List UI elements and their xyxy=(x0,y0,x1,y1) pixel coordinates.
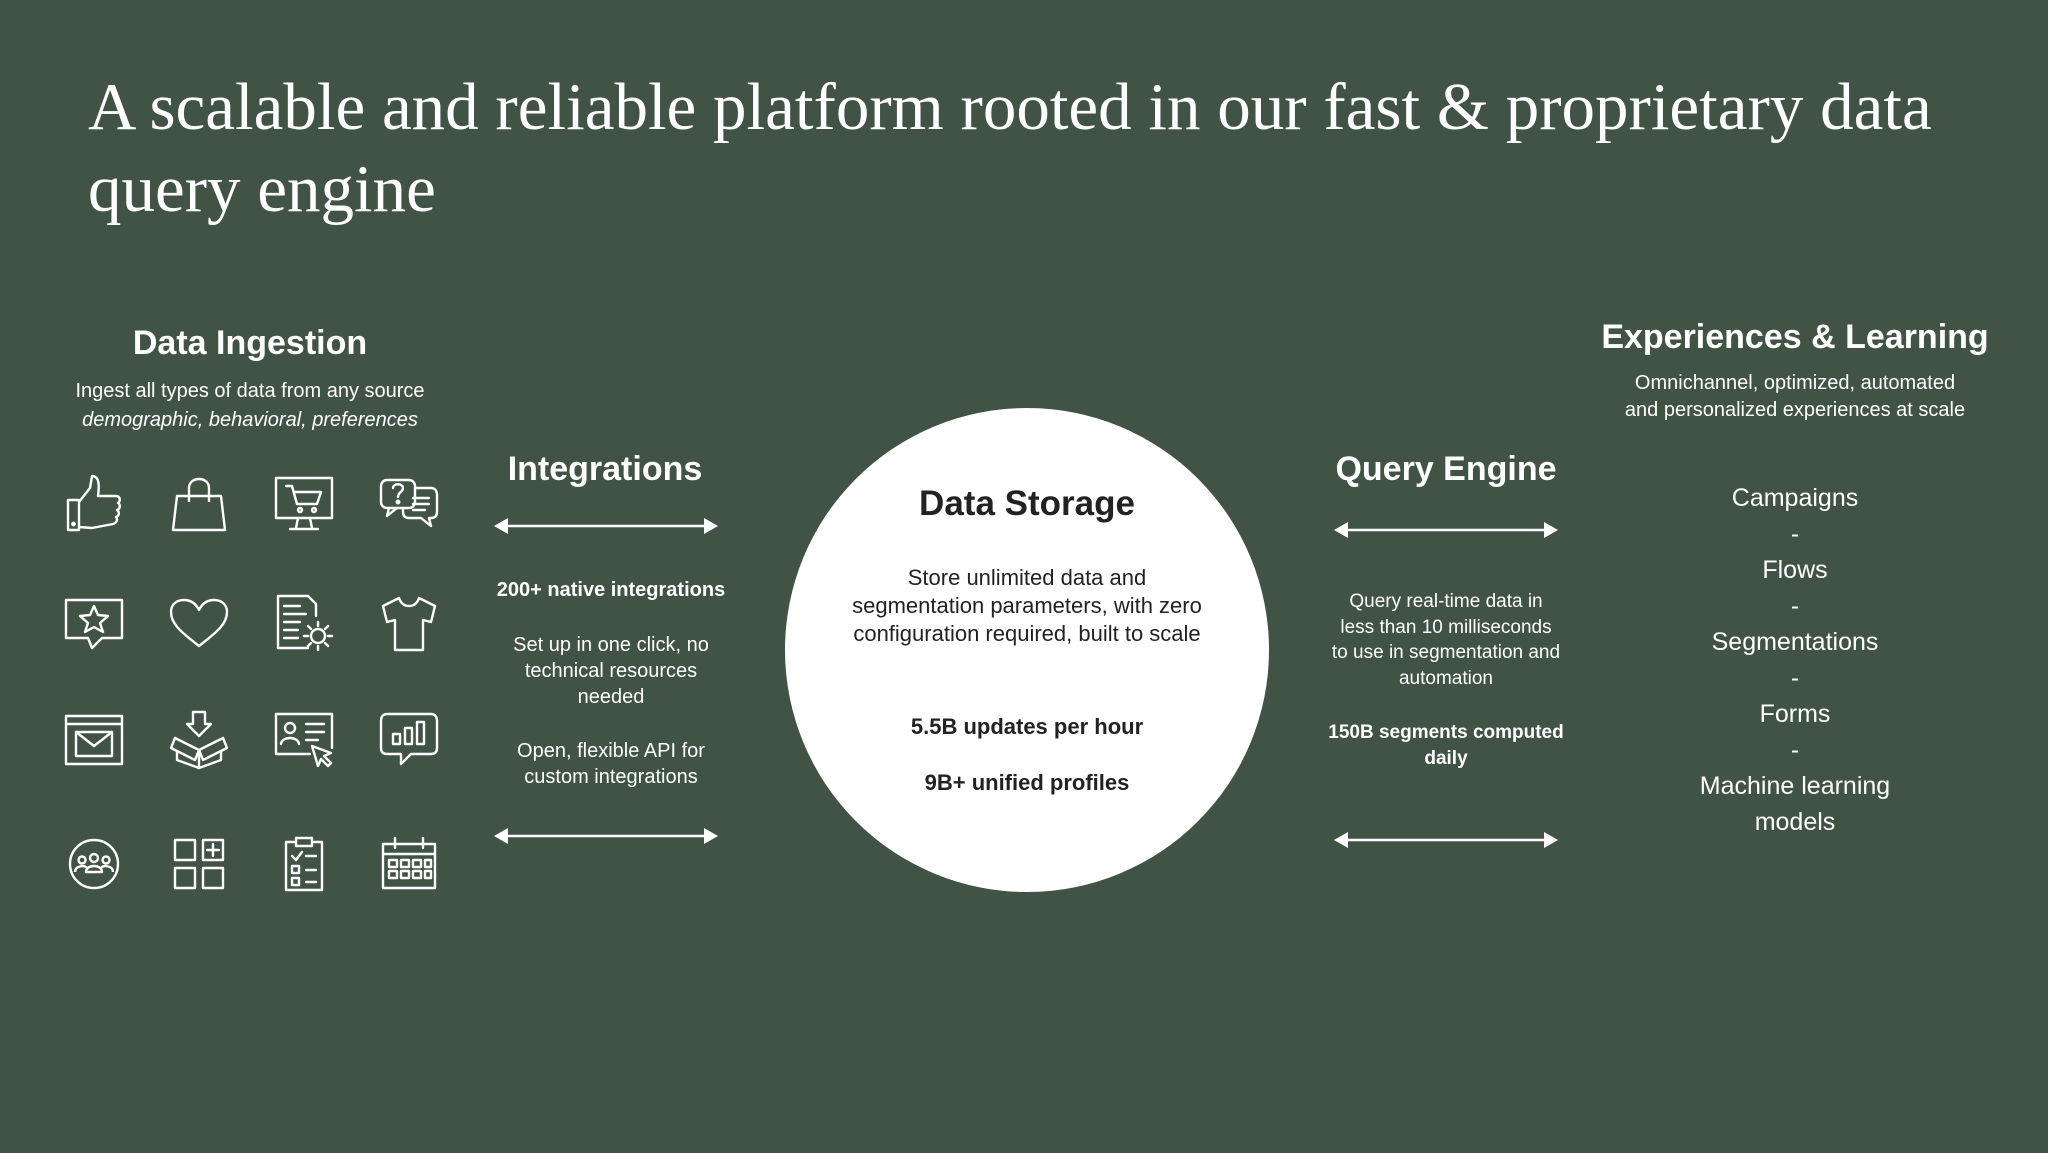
profile-cursor-icon xyxy=(272,708,336,772)
integrations-setup-text: Set up in one click, no technical resour… xyxy=(513,634,709,708)
experience-segmentations: Segmentations xyxy=(1711,628,1879,656)
t-shirt-icon xyxy=(377,592,441,656)
data-storage-circle xyxy=(785,408,1269,892)
integrations-top-arrow xyxy=(494,516,718,536)
data-ingestion-heading: Data Ingestion xyxy=(132,324,368,362)
experience-flows: Flows xyxy=(1762,556,1828,584)
box-download-icon xyxy=(167,708,231,772)
experience-separator: - xyxy=(1790,664,1800,692)
integrations-bottom-arrow xyxy=(494,826,718,846)
data-ingestion-description-text: Ingest all types of data from any source xyxy=(75,380,425,402)
data-storage-updates-stat: 5.5B updates per hour xyxy=(910,714,1144,739)
integrations-heading: Integrations xyxy=(507,450,703,488)
experiences-heading: Experiences & Learning xyxy=(1601,318,1989,356)
experience-forms: Forms xyxy=(1759,700,1831,728)
data-storage-profiles-stat: 9B+ unified profiles xyxy=(924,770,1130,795)
star-review-icon xyxy=(62,592,126,656)
calendar-icon xyxy=(377,832,441,896)
experience-separator: - xyxy=(1790,520,1800,548)
thumbs-up-icon xyxy=(62,472,126,536)
data-ingestion-description-italic: demographic, behavioral, preferences xyxy=(82,409,418,431)
query-bottom-arrow xyxy=(1334,830,1558,850)
chat-chart-icon xyxy=(377,708,441,772)
integrations-stat: 200+ native integrations xyxy=(496,579,726,601)
experience-campaigns: Campaigns xyxy=(1731,484,1859,512)
query-top-arrow xyxy=(1334,520,1558,540)
experiences-description: Omnichannel, optimized, automated and pe… xyxy=(1624,372,1966,421)
clipboard-checklist-icon xyxy=(272,832,336,896)
chat-question-icon xyxy=(377,472,441,536)
community-icon xyxy=(62,832,126,896)
query-engine-stat: 150B segments computed daily xyxy=(1328,722,1564,769)
query-engine-description: Query real-time data in less than 10 mil… xyxy=(1331,591,1561,689)
shopping-bag-icon xyxy=(167,472,231,536)
email-window-icon xyxy=(62,708,126,772)
page-title: A scalable and reliable platform rooted … xyxy=(88,70,1932,226)
experience-separator: - xyxy=(1790,592,1800,620)
data-storage-description: Store unlimited data and segmentation pa… xyxy=(852,565,1202,646)
query-engine-heading: Query Engine xyxy=(1335,450,1557,488)
grid-add-icon xyxy=(167,832,231,896)
document-gear-icon xyxy=(272,592,336,656)
data-storage-heading: Data Storage xyxy=(919,484,1135,523)
experience-separator: - xyxy=(1790,736,1800,764)
heart-icon xyxy=(167,592,231,656)
monitor-cart-icon xyxy=(272,472,336,536)
integrations-api-text: Open, flexible API for custom integratio… xyxy=(517,740,705,788)
data-ingestion-description: Ingest all types of data from any source… xyxy=(30,377,470,435)
experiences-list: Campaigns - Flows - Segmentations - Form… xyxy=(1630,480,1960,840)
experience-machine-learning: Machine learning models xyxy=(1699,772,1891,836)
